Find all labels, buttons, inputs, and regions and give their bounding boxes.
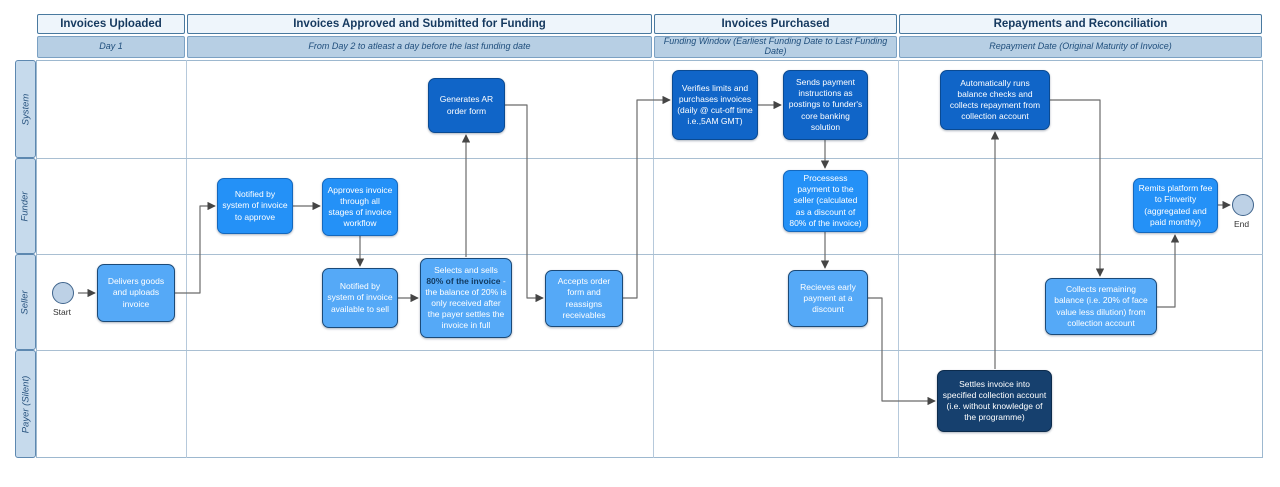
- phase-header-invoices-uploaded: Invoices Uploaded: [37, 14, 185, 34]
- phase-timing-funding-window: Funding Window (Earliest Funding Date to…: [654, 36, 897, 58]
- start-event-circle: [52, 282, 74, 304]
- phase-title-text: Invoices Approved and Submitted for Fund…: [293, 18, 546, 30]
- task-notified-to-approve: Notified by system of invoice to approve: [217, 178, 293, 234]
- phase-header-approved-submitted: Invoices Approved and Submitted for Fund…: [187, 14, 652, 34]
- lane-label-system: System: [15, 60, 36, 158]
- task-selects-and-sells: Selects and sells 80% of the invoice - t…: [420, 258, 512, 338]
- task-collects-remaining-balance: Collects remaining balance (i.e. 20% of …: [1045, 278, 1157, 335]
- lane-label-funder: Funder: [15, 158, 36, 254]
- phase-title-text: Invoices Uploaded: [60, 18, 162, 30]
- end-event-label: End: [1234, 219, 1250, 229]
- phase-header-invoices-purchased: Invoices Purchased: [654, 14, 897, 34]
- phase-divider-2: [653, 60, 654, 458]
- task-delivers-goods: Delivers goods and uploads invoice: [97, 264, 175, 322]
- lane-label-text: Payer (Silent): [20, 375, 31, 433]
- phase-divider-3: [898, 60, 899, 458]
- task-notified-available-to-sell: Notified by system of invoice available …: [322, 268, 398, 328]
- task-runs-balance-checks: Automatically runs balance checks and co…: [940, 70, 1050, 130]
- task-selects-post: - the balance of 20% is only received af…: [425, 275, 507, 331]
- lane-divider-1: [36, 158, 1263, 159]
- phase-timing-day1: Day 1: [37, 36, 185, 58]
- end-event-circle: [1232, 194, 1254, 216]
- phase-timing-repayment-date: Repayment Date (Original Maturity of Inv…: [899, 36, 1262, 58]
- phase-divider-1: [186, 60, 187, 458]
- task-selects-bold: 80% of the invoice: [426, 275, 501, 286]
- lane-label-text: Funder: [20, 190, 32, 222]
- lane-label-payer: Payer (Silent): [15, 350, 36, 458]
- task-settles-invoice: Settles invoice into specified collectio…: [937, 370, 1052, 432]
- lane-label-seller: Seller: [15, 254, 36, 350]
- lane-divider-2: [36, 254, 1263, 255]
- phase-header-repayments: Repayments and Reconciliation: [899, 14, 1262, 34]
- diagram-frame: [36, 60, 1263, 458]
- task-processes-payment: Processess payment to the seller (calcul…: [783, 170, 868, 232]
- start-event-label: Start: [53, 307, 71, 317]
- lane-label-text: Seller: [20, 289, 32, 315]
- task-accepts-order-form: Accepts order form and reassigns receiva…: [545, 270, 623, 327]
- task-selects-text: Selects and sells 80% of the invoice - t…: [425, 265, 507, 331]
- task-approves-invoice: Approves invoice through all stages of i…: [322, 178, 398, 236]
- task-remits-platform-fee: Remits platform fee to Finverity (aggreg…: [1133, 178, 1218, 233]
- lane-divider-3: [36, 350, 1263, 351]
- lane-label-text: System: [20, 93, 31, 125]
- phase-timing-day2: From Day 2 to atleast a day before the l…: [187, 36, 652, 58]
- task-sends-payment-instructions: Sends payment instructions as postings t…: [783, 70, 868, 140]
- task-receives-early-payment: Recieves early payment at a discount: [788, 270, 868, 327]
- phase-title-text: Repayments and Reconciliation: [993, 18, 1168, 30]
- task-verifies-limits-purchases: Verifies limits and purchases invoices (…: [672, 70, 758, 140]
- phase-title-text: Invoices Purchased: [721, 18, 830, 30]
- task-generates-ar-order-form: Generates AR order form: [428, 78, 505, 133]
- task-selects-pre: Selects and sells: [434, 264, 498, 275]
